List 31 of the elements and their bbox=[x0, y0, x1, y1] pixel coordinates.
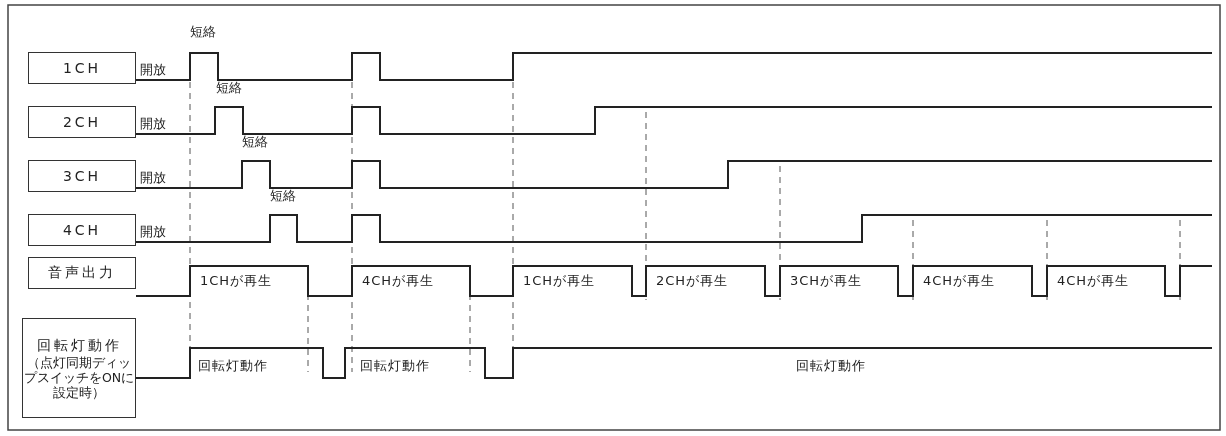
row-label-box bbox=[28, 214, 136, 246]
playback-label: 3CHが再生 bbox=[790, 273, 863, 289]
playback-label: 4CHが再生 bbox=[923, 273, 996, 289]
signal-state-label: 開放 bbox=[140, 224, 166, 240]
signal-state-label: 短絡 bbox=[270, 188, 296, 204]
row-label-box bbox=[28, 257, 136, 289]
row-label: 回転灯動作 bbox=[36, 336, 122, 355]
row-label: 2CH bbox=[62, 114, 102, 130]
operation-label: 回転灯動作 bbox=[796, 358, 866, 374]
playback-label: 1CHが再生 bbox=[200, 273, 273, 289]
signal-state-label: 短絡 bbox=[216, 80, 242, 96]
row-label-box bbox=[28, 160, 136, 192]
row-label: 1CH bbox=[62, 60, 102, 76]
playback-label: 1CHが再生 bbox=[523, 273, 596, 289]
signal-state-label: 開放 bbox=[140, 116, 166, 132]
operation-label: 回転灯動作 bbox=[360, 358, 430, 374]
row-label: 音声出力 bbox=[48, 264, 116, 282]
signal-state-label: 開放 bbox=[140, 170, 166, 186]
playback-label: 4CHが再生 bbox=[1057, 273, 1130, 289]
signal-state-label: 開放 bbox=[140, 62, 166, 78]
playback-label: 4CHが再生 bbox=[362, 273, 435, 289]
row-label: 4CH bbox=[62, 222, 102, 238]
playback-label: 2CHが再生 bbox=[656, 273, 729, 289]
row-label-box bbox=[28, 52, 136, 84]
row-label-box bbox=[22, 318, 136, 418]
row-label-note: （点灯同期ディップスイッチをONに設定時） bbox=[23, 354, 135, 400]
signal-state-label: 短絡 bbox=[242, 134, 268, 150]
signal-state-label: 短絡 bbox=[190, 24, 216, 40]
row-label-box bbox=[28, 106, 136, 138]
operation-label: 回転灯動作 bbox=[198, 358, 268, 374]
row-label: 3CH bbox=[62, 168, 102, 184]
